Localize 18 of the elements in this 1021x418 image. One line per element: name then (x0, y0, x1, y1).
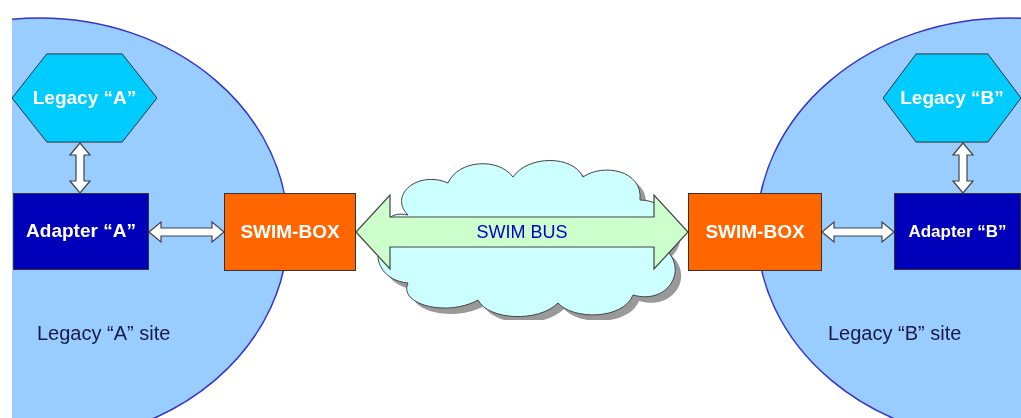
hexagon-node (12, 53, 157, 143)
process-box (13, 193, 149, 270)
process-box (224, 193, 356, 271)
node-label: Legacy “B” (900, 85, 1004, 110)
node-label: SWIM-BOX (705, 219, 805, 244)
node-label: Legacy “A” (32, 85, 137, 110)
process-box (688, 193, 822, 271)
double-arrow (821, 220, 895, 244)
double-arrow (148, 220, 225, 244)
site-label: Legacy “A” site (37, 321, 171, 346)
node-label: Adapter “A” (26, 219, 136, 244)
double-arrow (951, 142, 975, 194)
process-box (894, 193, 1021, 270)
hexagon-node (883, 53, 1021, 143)
node-label: Adapter “B” (908, 220, 1007, 243)
node-label: SWIM-BOX (240, 219, 340, 244)
site-label: Legacy “B” site (828, 321, 962, 346)
double-arrow (68, 142, 92, 194)
